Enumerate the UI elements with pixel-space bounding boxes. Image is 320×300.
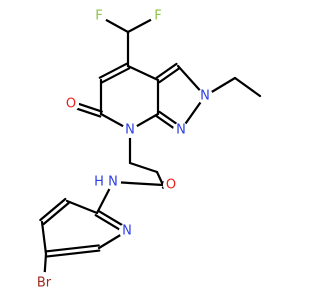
- atom-n-pyrazole-2-label: N: [176, 123, 186, 138]
- bond-5: [101, 67, 131, 84]
- bond-19: [128, 161, 159, 174]
- atom-o-amide-label: O: [166, 178, 176, 193]
- atom-n-pyrazole-1: N: [197, 88, 213, 104]
- bond-32: [44, 244, 100, 253]
- atom-h-amide: H: [92, 175, 106, 190]
- atom-n-pyridine-label: N: [122, 224, 132, 239]
- atom-f1: F: [91, 8, 107, 24]
- atom-n-pyridine: N: [119, 223, 135, 239]
- bond-23: [111, 180, 165, 187]
- atom-br: Br: [33, 272, 55, 294]
- atom-f2-label: F: [154, 9, 161, 24]
- atom-n-amide: N: [105, 174, 121, 190]
- bond-31: [45, 249, 101, 258]
- molecule-canvas: F F N N O N: [33, 8, 262, 294]
- atom-n-amide-label: N: [108, 175, 118, 190]
- bond-25: [233, 76, 262, 98]
- atom-o-ketone: O: [63, 96, 79, 112]
- bond-30: [40, 220, 48, 256]
- bond-20: [155, 170, 165, 187]
- atom-n-pyrazole-2: N: [173, 122, 189, 138]
- atom-n-lactam: N: [122, 122, 138, 138]
- bond-7: [155, 62, 178, 79]
- bond-4: [98, 62, 128, 79]
- atom-br-label: Br: [37, 276, 52, 291]
- bond-29: [42, 201, 70, 226]
- atom-n-lactam-label: N: [125, 123, 135, 138]
- atom-o-ketone-label: O: [66, 97, 76, 112]
- molecule-structure: F F N N O N: [33, 8, 262, 294]
- bond-3: [126, 64, 160, 82]
- atom-h-amide-label: H: [94, 175, 104, 190]
- atom-n-pyrazole-1-label: N: [200, 89, 210, 104]
- bond-28: [39, 197, 67, 222]
- atom-f1-label: F: [95, 9, 102, 24]
- atom-f2: F: [150, 8, 166, 24]
- atom-label-layer: F F N N O N: [33, 8, 213, 294]
- bond-27: [65, 199, 99, 215]
- bond-layer: [39, 14, 262, 285]
- atom-o-amide: O: [163, 177, 179, 193]
- bond-6: [158, 67, 181, 84]
